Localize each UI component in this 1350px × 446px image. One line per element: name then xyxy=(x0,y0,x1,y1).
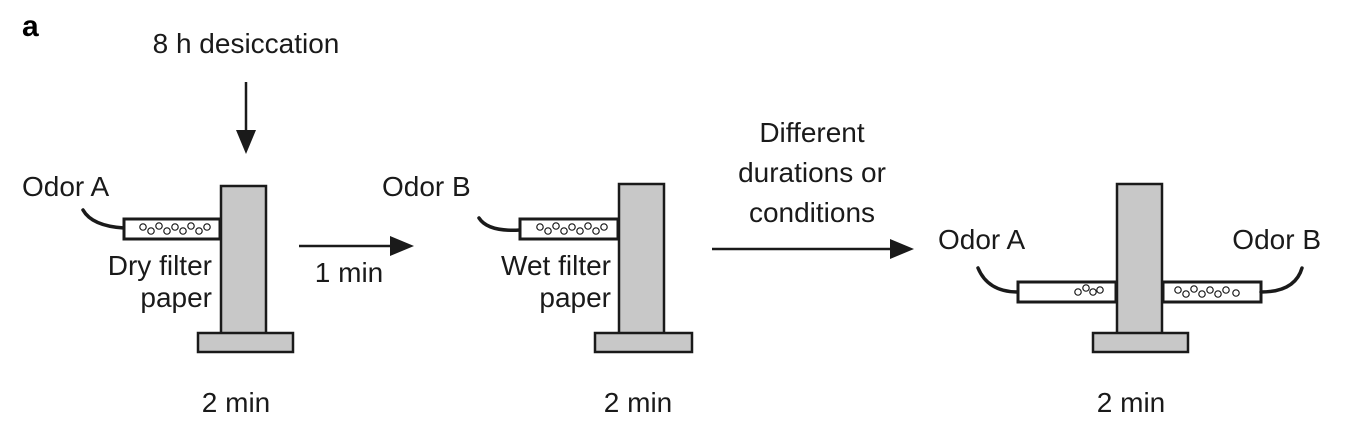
transition1-arrow xyxy=(299,236,414,256)
step3-odor-right-label: Odor B xyxy=(1232,224,1321,255)
step1-desiccation-label: 8 h desiccation xyxy=(153,28,340,59)
transition2-arrow xyxy=(712,239,914,259)
step2-paper-label-line2: paper xyxy=(539,282,611,313)
step3-odor-left-label: Odor A xyxy=(938,224,1025,255)
step3-stand-column xyxy=(1115,182,1164,336)
step1-paper-label-line1: Dry filter xyxy=(108,250,212,281)
step3-right-beads xyxy=(1174,285,1240,298)
desiccation-arrow xyxy=(236,82,256,154)
step2-stand-column xyxy=(617,182,666,336)
step2-duration: 2 min xyxy=(604,387,672,418)
step1-stand-base xyxy=(196,331,295,354)
step2-apparatus: Odor B Wet filter paper 2 min xyxy=(382,171,694,418)
step1-odor-label: Odor A xyxy=(22,171,109,202)
transition2-label-line1: Different xyxy=(759,117,865,148)
step3-stand-base xyxy=(1091,331,1190,354)
step3-apparatus: Odor A Odor B 2 min xyxy=(938,182,1321,418)
step2-beads xyxy=(536,222,608,235)
step3-right-odor-hose xyxy=(1259,266,1304,294)
step2-stand-base xyxy=(593,331,694,354)
step1-beads xyxy=(139,222,211,235)
step1-odor-hose xyxy=(81,208,126,230)
step1-duration: 2 min xyxy=(202,387,270,418)
step3-left-odor-hose xyxy=(976,266,1020,294)
step2-odor-hose xyxy=(477,216,522,232)
step2-paper-label-line1: Wet filter xyxy=(501,250,611,281)
step2-odor-label: Odor B xyxy=(382,171,471,202)
step3-duration: 2 min xyxy=(1097,387,1165,418)
transition1-label: 1 min xyxy=(315,257,383,288)
step1-stand-column xyxy=(219,184,268,336)
step1-apparatus: 8 h desiccation Odor A Dry filter paper … xyxy=(22,28,339,418)
step3-left-beads xyxy=(1074,284,1104,296)
step1-paper-label-line2: paper xyxy=(140,282,212,313)
transition2-label-line3: conditions xyxy=(749,197,875,228)
panel-label: a xyxy=(22,10,39,43)
transition2-label-line2: durations or xyxy=(738,157,886,188)
